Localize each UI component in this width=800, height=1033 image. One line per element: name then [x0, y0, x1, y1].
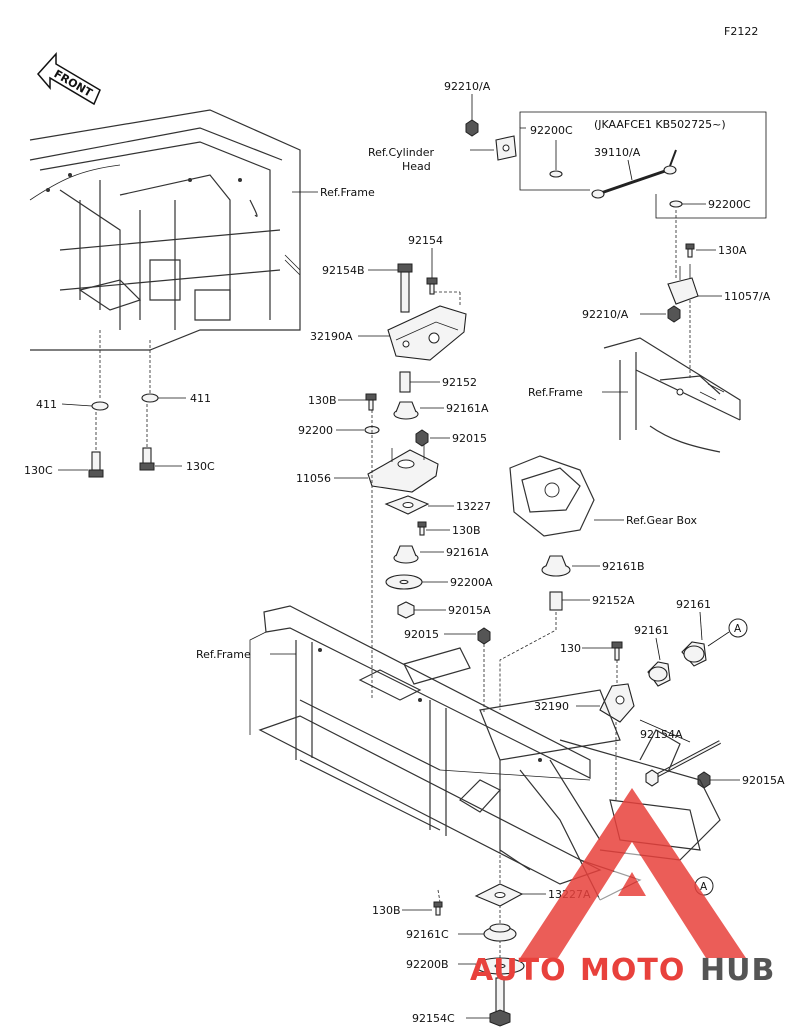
nut-92154a-end [645, 769, 659, 787]
bolt-92154a [655, 740, 721, 778]
bolt-130b-a [365, 393, 377, 411]
label-92152a: 92152A [592, 594, 635, 607]
label-92200c-a: 92200C [530, 124, 573, 137]
label-92015-b: 92015 [404, 628, 439, 641]
svg-text:A: A [700, 881, 708, 893]
bolt-92154 [426, 277, 438, 295]
label-ref-frame-top: Ref.Frame [320, 186, 375, 199]
bracket-11057a [667, 264, 699, 305]
label-130a: 130A [718, 244, 747, 257]
label-92161b: 92161B [602, 560, 645, 573]
washer-411-right [141, 393, 159, 403]
gear-box-sketch [509, 455, 595, 537]
bolt-130 [611, 641, 623, 661]
label-92200: 92200 [298, 424, 333, 437]
callout-a-top: A [728, 618, 748, 638]
bolt-130c-left [88, 451, 104, 478]
svg-text:A: A [734, 623, 742, 635]
label-ref-cylinder-1: Ref.Cylinder [368, 146, 435, 159]
automotohub-watermark-logo [520, 788, 746, 958]
note-serial-range: (JKAAFCE1 KB502725~) [594, 118, 726, 131]
bracket-cylinder-head [495, 135, 517, 161]
label-92161c: 92161C [406, 928, 449, 941]
label-92161a-b: 92161A [446, 546, 489, 559]
nut-92210a-top [465, 119, 479, 137]
frame-sketch-top-left [29, 109, 301, 351]
label-32190a: 32190A [310, 330, 353, 343]
automotohub-wordmark: AUTO MOTO HUB [470, 953, 775, 988]
rubber-92161b [541, 555, 571, 577]
main-frame [249, 605, 721, 901]
label-92154a: 92154A [640, 728, 683, 741]
label-92161a-a: 92161A [446, 402, 489, 415]
label-92210a-top: 92210/A [444, 80, 491, 93]
bolt-92154c [489, 977, 511, 1027]
nut-92015a-b [697, 771, 711, 789]
label-11056: 11056 [296, 472, 331, 485]
label-411-left: 411 [36, 398, 57, 411]
bracket-11056 [367, 444, 439, 493]
label-411-right: 411 [190, 392, 211, 405]
svg-text:MOTO: MOTO [580, 953, 685, 988]
label-92015a-b: 92015A [742, 774, 785, 787]
collar-92152 [399, 371, 411, 393]
label-130c-left: 130C [24, 464, 53, 477]
collar-92152a [549, 591, 563, 611]
rubber-92161a-upper [393, 401, 419, 420]
plate-13227a [474, 883, 524, 907]
label-ref-frame-mid: Ref.Frame [196, 648, 251, 661]
label-130b-b: 130B [452, 524, 481, 537]
frame-sketch-right [603, 337, 741, 453]
label-92152: 92152 [442, 376, 477, 389]
nut-92015-b [477, 627, 491, 645]
label-130b-a: 130B [308, 394, 337, 407]
nut-92015a-a [397, 601, 415, 619]
label-39110a: 39110/A [594, 146, 641, 159]
label-13227: 13227 [456, 500, 491, 513]
label-92200c-b: 92200C [708, 198, 751, 211]
bolt-130c-right [139, 447, 155, 471]
label-32190: 32190 [534, 700, 569, 713]
washer-92200c-a [549, 170, 563, 178]
rubber-92161-b [647, 661, 671, 687]
label-ref-gear-box: Ref.Gear Box [626, 514, 697, 527]
label-130b-c: 130B [372, 904, 401, 917]
bolt-92154b [397, 263, 413, 313]
bracket-32190a [387, 305, 467, 361]
label-ref-frame-right: Ref.Frame [528, 386, 583, 399]
svg-text:HUB: HUB [700, 953, 775, 988]
label-130: 130 [560, 642, 581, 655]
washer-92200c-b [669, 200, 683, 208]
washer-411-left [91, 401, 109, 411]
label-ref-cylinder-2: Head [402, 160, 431, 173]
label-11057a: 11057/A [724, 290, 771, 303]
rubber-92161-a [681, 641, 707, 667]
front-arrow-icon: FRONT [37, 52, 101, 106]
label-130c-right: 130C [186, 460, 215, 473]
label-92210a-low: 92210/A [582, 308, 629, 321]
label-92200b: 92200B [406, 958, 449, 971]
rod-39110a [591, 149, 677, 199]
label-92161-a: 92161 [676, 598, 711, 611]
label-92200a: 92200A [450, 576, 493, 589]
label-92015-a: 92015 [452, 432, 487, 445]
plate-13227 [384, 495, 430, 515]
bolt-130b-c [433, 901, 443, 916]
label-92015a-a: 92015A [448, 604, 491, 617]
rubber-92161a-lower [393, 545, 419, 564]
nut-92210a-low [667, 305, 681, 323]
label-92154c: 92154C [412, 1012, 455, 1025]
label-92154: 92154 [408, 234, 443, 247]
figure-code: F2122 [724, 25, 758, 38]
label-92161-b: 92161 [634, 624, 669, 637]
nut-92015-upper [415, 429, 429, 447]
label-92154b: 92154B [322, 264, 365, 277]
rubber-92161c [483, 923, 517, 942]
bolt-130b-b [417, 521, 427, 536]
svg-text:AUTO: AUTO [470, 953, 567, 988]
bolt-130a [685, 243, 695, 258]
